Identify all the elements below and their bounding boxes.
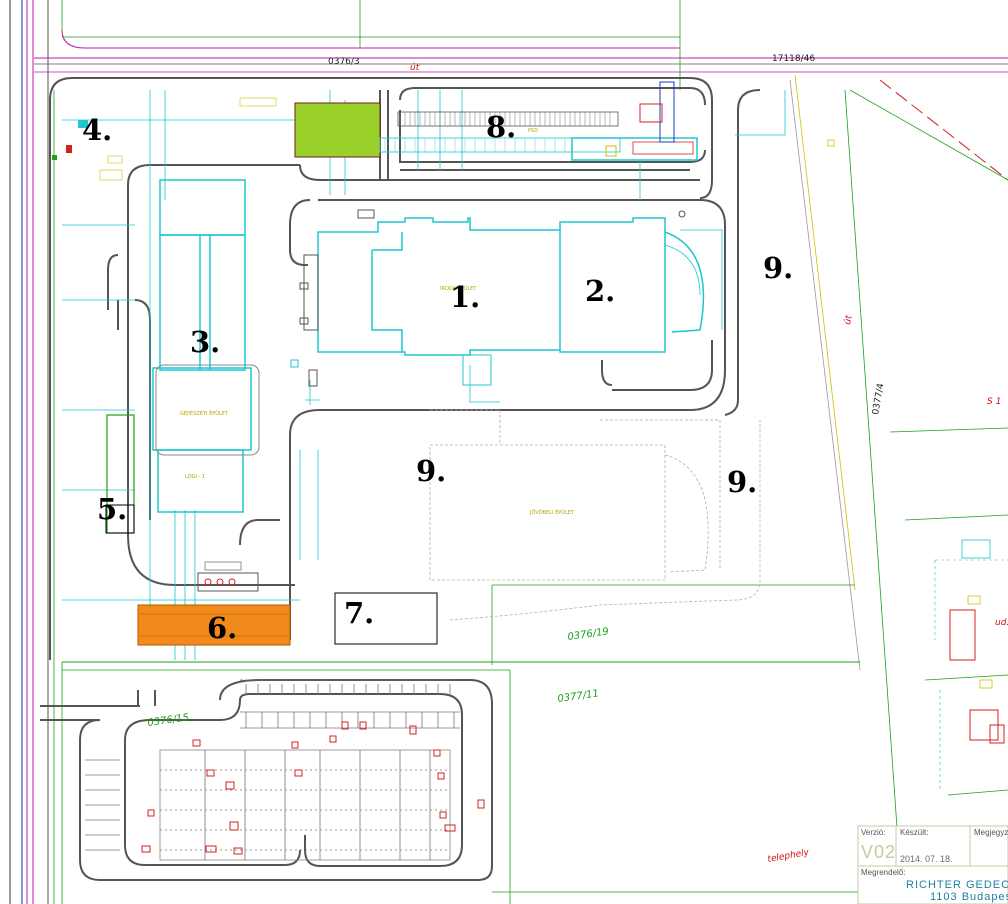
number-9-east: 9. [763, 251, 793, 285]
parking-red-markers [141, 721, 485, 855]
title-col2-value: 2014. 07. 18. [900, 854, 953, 864]
number-9-center: 9. [416, 454, 446, 488]
parking-lot [40, 679, 493, 881]
building-1-2 [317, 217, 705, 386]
number-2: 2. [585, 274, 615, 308]
title-block [857, 825, 1008, 904]
parcel-east-vertical: 0377/4 [871, 382, 886, 415]
number-8: 8. [486, 110, 516, 144]
small-labels [52, 97, 1008, 790]
future-building-label: JÖVŐBELI ÉPÜLET [529, 508, 575, 516]
building-8-label: PSD [528, 128, 538, 134]
building-8 [294, 81, 698, 161]
parcel-s1: S 1 [987, 397, 1001, 407]
number-7: 7. [344, 596, 374, 630]
title-client-label: Megrendelő: [861, 868, 905, 877]
number-3: 3. [190, 325, 220, 359]
building-3a-label: GÉPÉSZETI ÉPÜLET [180, 409, 229, 417]
title-col2-label: Készült: [900, 828, 928, 837]
parcel-south-lower: 0377/11 [557, 688, 600, 705]
parcel-parking: 0376/15 [147, 712, 190, 729]
building-6 [137, 561, 291, 646]
parcel-top-right: 17118/46 [772, 54, 815, 64]
parcel-ut-east: út [843, 314, 855, 325]
building-3 [152, 179, 252, 513]
title-client-name: RICHTER GEDEON [906, 879, 1008, 891]
number-6: 6. [207, 611, 237, 645]
utility-lines [62, 90, 786, 660]
number-4: 4. [82, 113, 112, 147]
number-9-right: 9. [727, 465, 757, 499]
parcel-telephely: telephely [767, 848, 811, 865]
title-col3-label: Megjegyzés [974, 828, 1008, 837]
parcel-south-mid: 0376/19 [567, 626, 610, 643]
parking-stalls [85, 679, 460, 861]
parking-left-of-b1 [290, 209, 686, 387]
parcel-top-left: 0376/3 [328, 57, 360, 67]
building-1-label: IRODA ÉPÜLET [440, 284, 477, 292]
building-5-box [105, 504, 135, 534]
number-1: 1. [450, 280, 480, 314]
building-3b-label: LOGI - 1 [185, 474, 205, 480]
title-col1-value: V02 [861, 842, 896, 862]
parcel-lines [9, 0, 1008, 904]
title-col1-label: Verzió: [861, 828, 885, 837]
parcel-ut-top: út [410, 63, 420, 73]
parcel-ud: ud. [995, 618, 1008, 628]
number-5: 5. [97, 492, 127, 526]
area-7-box [334, 592, 438, 645]
future-building [429, 409, 761, 621]
title-client-addr: 1103 Budapes [930, 891, 1008, 903]
building-3-shadow [155, 364, 260, 456]
